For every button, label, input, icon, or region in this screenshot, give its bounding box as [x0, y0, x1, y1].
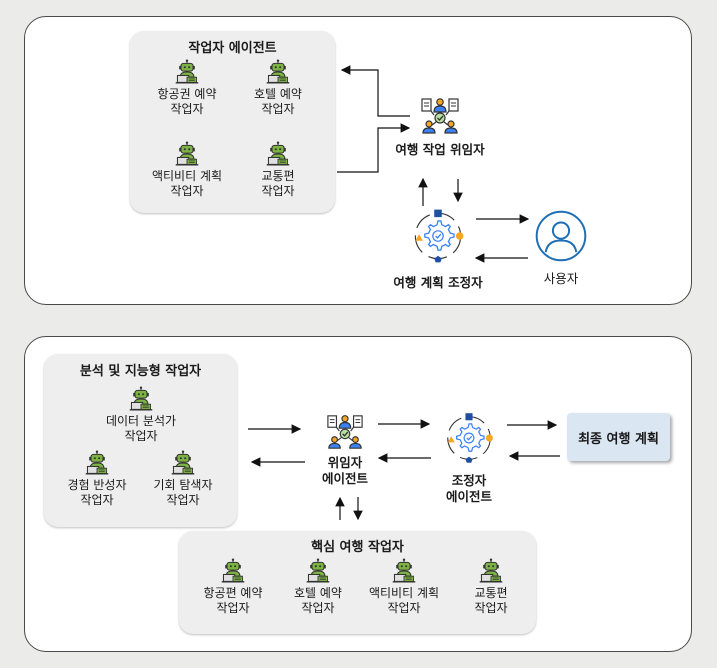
delegator-icon: [326, 413, 364, 451]
robot-icon: [174, 59, 200, 85]
robot-icon: [84, 450, 110, 476]
worker-label: 항공권 예약 작업자: [157, 87, 217, 116]
user-node: 사용자: [521, 209, 601, 287]
worker-flight: 항공권 예약 작업자: [132, 59, 242, 117]
worker-label: 액티비티 계획 작업자: [368, 586, 440, 615]
group-title: 분석 및 지능형 작업자: [79, 364, 202, 379]
user-label: 사용자: [543, 271, 579, 286]
coordinator-icon: [438, 407, 500, 469]
delegator-node: 여행 작업 위임자: [375, 96, 505, 158]
worker-label: 데이터 분석가 작업자: [105, 414, 177, 443]
worker-explorer: 기회 탐색자 작업자: [128, 450, 238, 508]
worker-label: 액티비티 계획 작업자: [151, 169, 223, 198]
robot-icon: [128, 386, 154, 412]
delegator-icon: [420, 96, 460, 136]
robot-icon: [391, 558, 417, 584]
core-workers-group: 핵심 여행 작업자 항공편 예약 작업자 호텔 예약 작업자 액티비티 계획 작…: [179, 531, 536, 634]
worker-activity: 액티비티 계획 작업자: [349, 558, 459, 616]
robot-icon: [170, 450, 196, 476]
coordinator-label: 여행 계획 조정자: [393, 275, 483, 290]
group-title: 핵심 여행 작업자: [311, 540, 404, 555]
worker-transport: 교통편 작업자: [436, 558, 546, 616]
worker-label: 교통편 작업자: [261, 169, 295, 198]
coordinator-icon: [405, 203, 471, 269]
worker-agents-group: 작업자 에이전트 항공권 예약 작업자 호텔 예약 작업자 액티비티 계획 작업…: [130, 31, 335, 213]
worker-data-analyst: 데이터 분석가 작업자: [86, 386, 196, 444]
group-title: 작업자 에이전트: [188, 41, 277, 56]
worker-label: 항공편 예약 작업자: [203, 586, 263, 615]
delegator-agent-label: 위임자 에이전트: [321, 455, 368, 486]
robot-icon: [174, 141, 200, 167]
worker-label: 기회 탐색자 작업자: [153, 478, 213, 507]
robot-icon: [220, 558, 246, 584]
worker-label: 경험 반성자 작업자: [67, 478, 127, 507]
analysis-workers-group: 분석 및 지능형 작업자 데이터 분석가 작업자 경험 반성자 작업자 기회 탐…: [44, 354, 237, 527]
worker-hotel: 호텔 예약 작업자: [223, 59, 333, 117]
worker-activity: 액티비티 계획 작업자: [132, 141, 242, 199]
robot-icon: [478, 558, 504, 584]
robot-icon: [305, 558, 331, 584]
worker-label: 호텔 예약 작업자: [254, 87, 302, 116]
user-icon: [534, 209, 588, 263]
worker-flight: 항공편 예약 작업자: [178, 558, 288, 616]
robot-icon: [265, 59, 291, 85]
worker-transport: 교통편 작업자: [223, 141, 333, 199]
worker-label: 호텔 예약 작업자: [294, 586, 342, 615]
coordinator-node: 여행 계획 조정자: [378, 203, 498, 291]
delegator-label: 여행 작업 위임자: [395, 142, 485, 157]
coordinator-agent-node: 조정자 에이전트: [429, 407, 509, 505]
worker-hotel: 호텔 예약 작업자: [263, 558, 373, 616]
coordinator-agent-label: 조정자 에이전트: [445, 473, 492, 504]
robot-icon: [265, 141, 291, 167]
worker-label: 교통편 작업자: [474, 586, 508, 615]
final-plan-box: 최종 여행 계획: [567, 413, 670, 461]
worker-reflector: 경험 반성자 작업자: [42, 450, 152, 508]
delegator-agent-node: 위임자 에이전트: [300, 413, 390, 487]
